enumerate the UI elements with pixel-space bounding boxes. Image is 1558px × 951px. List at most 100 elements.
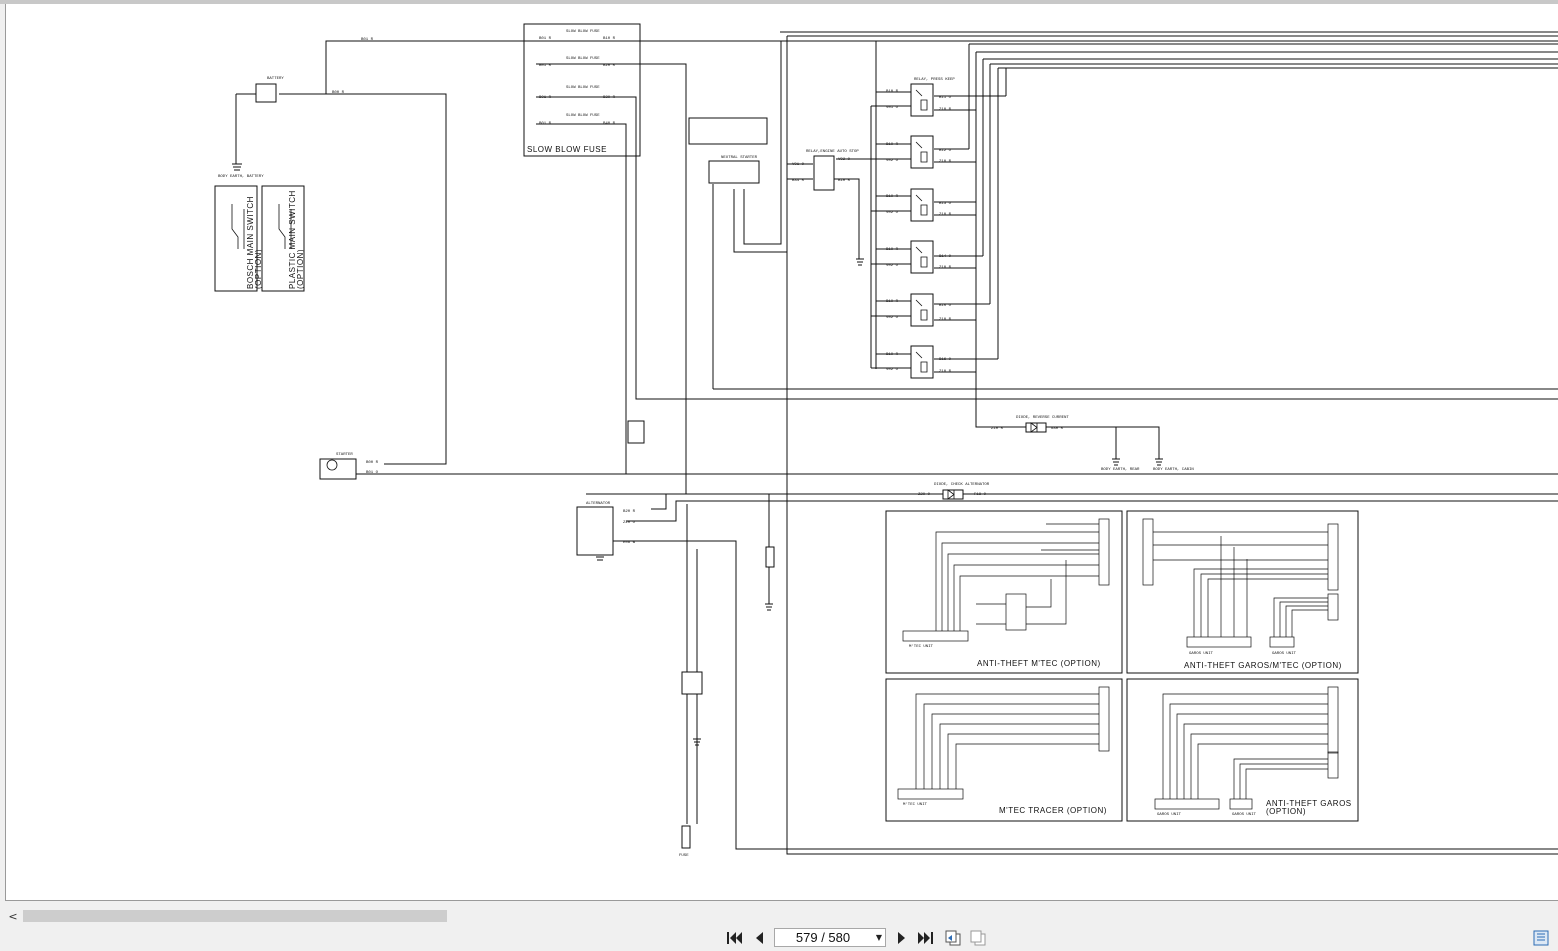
wire-b00 bbox=[279, 93, 447, 465]
anti-theft-mtec-caption: ANTI-THEFT M'TEC (OPTION) bbox=[977, 659, 1101, 668]
svg-text:Z10 R: Z10 R bbox=[939, 160, 952, 164]
fuse-box-caption: SLOW BLOW FUSE bbox=[527, 145, 607, 154]
svg-text:B14 O: B14 O bbox=[939, 255, 952, 259]
svg-text:V02 O: V02 O bbox=[886, 264, 899, 268]
svg-text:FUSE: FUSE bbox=[679, 854, 689, 858]
svg-text:B12 O: B12 O bbox=[939, 149, 952, 153]
plastic-switch-option: (OPTION) bbox=[296, 249, 305, 289]
window-top-edge bbox=[0, 0, 1558, 4]
panel-anti-theft-garos-mtec bbox=[1126, 510, 1359, 674]
svg-text:B10 R: B10 R bbox=[886, 195, 899, 199]
horizontal-scrollbar[interactable]: < bbox=[5, 908, 1558, 925]
svg-text:B01 R: B01 R bbox=[539, 96, 552, 100]
starter-motor bbox=[319, 458, 357, 480]
svg-text:GAROS UNIT: GAROS UNIT bbox=[1232, 813, 1257, 817]
next-page-icon bbox=[898, 932, 905, 944]
anti-theft-garos-mtec-caption: ANTI-THEFT GAROS/M'TEC (OPTION) bbox=[1184, 661, 1342, 670]
svg-text:SLOW BLOW FUSE: SLOW BLOW FUSE bbox=[566, 114, 600, 118]
svg-text:ALTERNATOR: ALTERNATOR bbox=[586, 502, 611, 506]
svg-text:GAROS UNIT: GAROS UNIT bbox=[1272, 652, 1297, 656]
svg-text:BODY EARTH, BATTERY: BODY EARTH, BATTERY bbox=[218, 175, 264, 179]
relay-a bbox=[627, 420, 645, 444]
go-back-view-button[interactable] bbox=[944, 930, 962, 946]
svg-text:M'TEC UNIT: M'TEC UNIT bbox=[909, 644, 934, 649]
battery-symbol bbox=[255, 83, 277, 103]
bosch-switch-option: (OPTION) bbox=[254, 249, 263, 289]
alternator bbox=[576, 506, 614, 556]
scrollbar-thumb[interactable] bbox=[23, 910, 447, 922]
svg-text:B10 R: B10 R bbox=[886, 143, 899, 147]
svg-text:B13 O: B13 O bbox=[939, 202, 952, 206]
svg-text:Z20 O: Z20 O bbox=[918, 493, 931, 497]
previous-page-icon bbox=[756, 932, 763, 944]
svg-text:B10 R: B10 R bbox=[838, 179, 851, 183]
svg-text:B10 R: B10 R bbox=[886, 353, 899, 357]
scrollbar-track[interactable] bbox=[23, 910, 1556, 922]
svg-text:V02 O: V02 O bbox=[886, 159, 899, 163]
svg-text:V02 O: V02 O bbox=[886, 316, 899, 320]
svg-text:V01 O: V01 O bbox=[886, 106, 899, 110]
svg-text:RELAY, PRESS KEEP: RELAY, PRESS KEEP bbox=[914, 78, 955, 82]
mtec-tracer-caption: M'TEC TRACER (OPTION) bbox=[999, 806, 1107, 815]
anti-theft-garos-caption: ANTI-THEFT GAROS bbox=[1266, 799, 1352, 808]
svg-text:F18 O: F18 O bbox=[974, 493, 987, 497]
svg-text:B40 R: B40 R bbox=[603, 122, 616, 126]
page-number-text: 579 / 580 bbox=[795, 930, 851, 945]
svg-text:B30 R: B30 R bbox=[603, 96, 616, 100]
svg-text:B20 R: B20 R bbox=[623, 510, 636, 514]
svg-text:B34 R: B34 R bbox=[792, 179, 805, 183]
panel-mtec-tracer bbox=[885, 678, 1123, 822]
svg-text:B16 O: B16 O bbox=[939, 358, 952, 362]
next-page-button[interactable] bbox=[893, 930, 911, 946]
svg-text:GAROS UNIT: GAROS UNIT bbox=[1157, 813, 1182, 817]
first-page-button[interactable] bbox=[725, 930, 743, 946]
svg-text:B10 R: B10 R bbox=[886, 248, 899, 252]
svg-text:B01 R: B01 R bbox=[539, 64, 552, 68]
svg-text:Z20 O: Z20 O bbox=[623, 521, 636, 525]
svg-text:E08 W: E08 W bbox=[623, 541, 636, 545]
svg-text:B11 O: B11 O bbox=[939, 96, 952, 100]
svg-text:STARTER: STARTER bbox=[336, 453, 353, 457]
plastic-switch-caption: PLASTIC MAIN SWITCH bbox=[288, 190, 297, 289]
svg-text:M'TEC UNIT: M'TEC UNIT bbox=[903, 802, 928, 807]
svg-text:B01 O: B01 O bbox=[366, 471, 379, 475]
svg-text:B01 R: B01 R bbox=[539, 37, 552, 41]
last-page-button[interactable] bbox=[917, 930, 935, 946]
page-layout-button[interactable] bbox=[1532, 930, 1550, 946]
svg-text:BODY EARTH, CABIN: BODY EARTH, CABIN bbox=[1153, 468, 1194, 472]
svg-text:B15 O: B15 O bbox=[939, 304, 952, 308]
go-forward-view-button[interactable] bbox=[969, 930, 987, 946]
svg-text:DIODE, CHECK ALTERNATOR: DIODE, CHECK ALTERNATOR bbox=[934, 483, 990, 487]
bosch-switch-caption: BOSCH MAIN SWITCH bbox=[246, 196, 255, 289]
svg-text:BODY EARTH, REAR: BODY EARTH, REAR bbox=[1101, 468, 1140, 472]
page-layout-icon bbox=[1533, 930, 1549, 946]
previous-view-icon bbox=[945, 930, 961, 946]
previous-page-button[interactable] bbox=[750, 930, 768, 946]
page-navigation-bar: 579 / 580 ▼ bbox=[0, 925, 1558, 951]
anti-theft-garos-option: (OPTION) bbox=[1266, 807, 1306, 816]
chevron-down-icon[interactable]: ▼ bbox=[875, 933, 882, 942]
svg-text:B20 R: B20 R bbox=[603, 64, 616, 68]
svg-text:SLOW BLOW FUSE: SLOW BLOW FUSE bbox=[566, 86, 600, 90]
bosch-switch-frame bbox=[214, 185, 258, 292]
svg-text:BATTERY: BATTERY bbox=[267, 77, 284, 81]
svg-text:B01 R: B01 R bbox=[361, 38, 374, 42]
svg-text:SLOW BLOW FUSE: SLOW BLOW FUSE bbox=[566, 57, 600, 61]
relay-engine bbox=[813, 155, 835, 191]
page-number-field[interactable]: 579 / 580 ▼ bbox=[774, 928, 886, 947]
scroll-left-button[interactable]: < bbox=[8, 910, 18, 923]
last-page-icon bbox=[918, 932, 933, 944]
svg-text:Z10 R: Z10 R bbox=[939, 370, 952, 374]
plastic-switch-frame bbox=[261, 185, 305, 292]
svg-text:V02 O: V02 O bbox=[838, 158, 851, 162]
first-page-icon bbox=[727, 932, 742, 944]
key-switch-table bbox=[688, 117, 768, 145]
svg-text:Z10 R: Z10 R bbox=[991, 427, 1004, 431]
svg-text:Z10 R: Z10 R bbox=[939, 213, 952, 217]
svg-text:Z10 R: Z10 R bbox=[939, 266, 952, 270]
neutral-starter bbox=[708, 160, 760, 184]
svg-text:SLOW BLOW FUSE: SLOW BLOW FUSE bbox=[566, 30, 600, 34]
svg-text:G30 R: G30 R bbox=[1051, 427, 1064, 431]
